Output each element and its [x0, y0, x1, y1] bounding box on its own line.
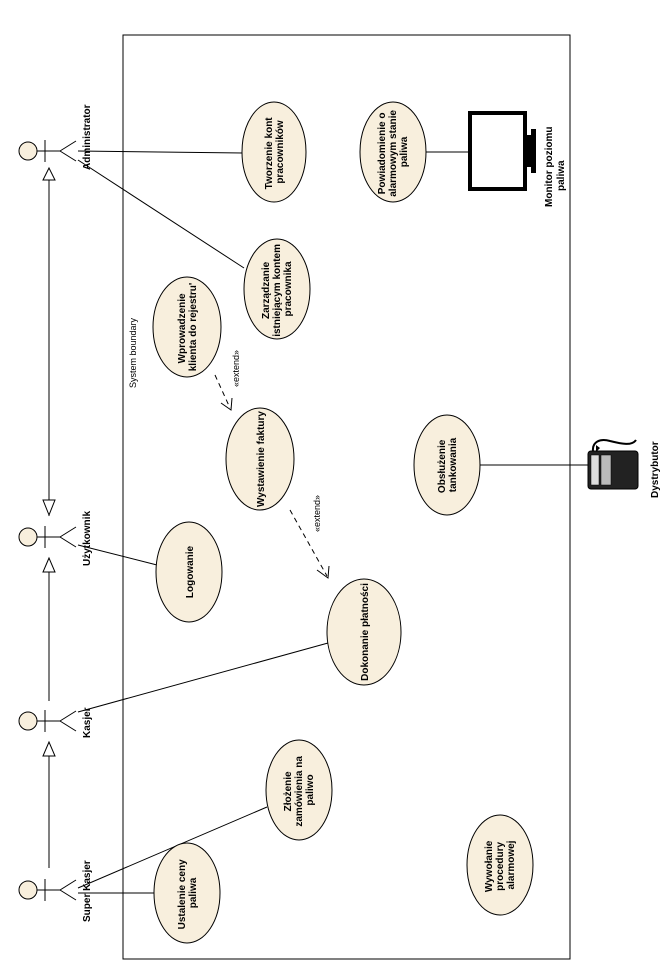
- use-case-zlozenie-zamowienia[interactable]: Złożenie zamówienia na paliwo: [265, 739, 333, 841]
- system-boundary: [122, 34, 571, 960]
- monitor-icon: [468, 111, 536, 191]
- generalization-super-kasjer-kasjer: [42, 740, 56, 868]
- svg-text:Monitor poziomu paliwa: Monitor poziomu paliwa: [544, 124, 567, 207]
- use-case-dokonanie-platnosci[interactable]: Dokonanie płatności: [326, 578, 402, 686]
- extend-wprowadzenie-wystawienie: «extend»: [214, 350, 241, 411]
- svg-text:Ustalenie ceny paliwa: Ustalenie ceny paliwa: [177, 857, 199, 930]
- assoc-admin-tworzenie: [77, 150, 244, 154]
- actor-uzytkownik[interactable]: Użytkownik: [18, 511, 93, 566]
- svg-text:Wywołanie procedury: Wywołanie procedury alarmowej: [484, 838, 517, 892]
- use-case-obsluzenie-tankowania[interactable]: Obsłużenie tankowania: [413, 414, 481, 516]
- svg-text:Wystawienie faktury: Wystawienie faktury: [256, 411, 267, 507]
- system-boundary-label: System boundary: [128, 317, 138, 388]
- use-case-wprowadzenie[interactable]: Wprowadzenie klienta do rejestru': [152, 276, 222, 378]
- actor-uzytkownik-label: Użytkownik: [82, 511, 93, 566]
- use-case-wywolanie-procedury[interactable]: Wywołanie procedury alarmowej: [466, 814, 534, 916]
- actor-super-kasjer-label: Super Kasjer: [82, 860, 93, 922]
- svg-text:Wprowadzenie klienta do: Wprowadzenie klienta do rejestru': [177, 283, 199, 372]
- assoc-uzytkownik-logowanie: [77, 544, 158, 566]
- actor-dystrybutor-label: Dystrybutor: [650, 441, 661, 498]
- actor-administrator[interactable]: Administrator: [18, 104, 93, 170]
- use-case-logowanie[interactable]: Logowanie: [155, 521, 223, 623]
- assoc-admin-zarzadzanie: [77, 159, 245, 269]
- svg-text:Tworzenie kont pracownik: Tworzenie kont pracowników: [264, 115, 286, 190]
- svg-text:Obsłużenie tankowania: Obsłużenie tankowania: [437, 437, 459, 493]
- actor-kasjer[interactable]: Kasjer: [18, 707, 93, 738]
- svg-text:Złożenie zamówienia na: Złożenie zamówienia na paliwo: [283, 753, 316, 826]
- use-case-powiadomienie[interactable]: Powiadomienie o alarmowym stanie paliwa: [359, 101, 427, 203]
- svg-text:Powiadomienie o alarmowy: Powiadomienie o alarmowym stanie paliwa: [377, 107, 410, 197]
- generalization-uzytkownik-administrator: [42, 166, 56, 517]
- generalization-kasjer-uzytkownik: [42, 556, 56, 701]
- actor-monitor[interactable]: Monitor poziomu paliwa: [468, 111, 567, 207]
- assoc-kasjer-dokonanie: [77, 642, 329, 713]
- use-case-zarzadzanie[interactable]: Zarządzanie istniejącym kontem pracownik…: [243, 238, 311, 340]
- actor-super-kasjer[interactable]: Super Kasjer: [18, 860, 93, 922]
- svg-text:Zarządzanie istniejącym: Zarządzanie istniejącym kontem pracownik…: [261, 241, 294, 337]
- svg-text:Dokonanie płatności: Dokonanie płatności: [360, 583, 371, 681]
- extend-wystawienie-dokonanie: «extend»: [289, 495, 330, 579]
- actor-kasjer-label: Kasjer: [82, 707, 93, 738]
- fuel-pump-icon: [587, 439, 639, 490]
- actor-administrator-label: Administrator: [82, 104, 93, 170]
- extend-label-1: «extend»: [231, 350, 241, 387]
- use-case-wystawienie-faktury[interactable]: Wystawienie faktury: [225, 407, 295, 511]
- extend-label-2: «extend»: [312, 495, 322, 532]
- use-case-ustalenie-ceny[interactable]: Ustalenie ceny paliwa: [153, 842, 221, 944]
- actor-dystrybutor[interactable]: Dystrybutor: [587, 439, 661, 498]
- svg-text:Logowanie: Logowanie: [185, 545, 196, 598]
- use-case-tworzenie-kont[interactable]: Tworzenie kont pracowników: [241, 101, 307, 203]
